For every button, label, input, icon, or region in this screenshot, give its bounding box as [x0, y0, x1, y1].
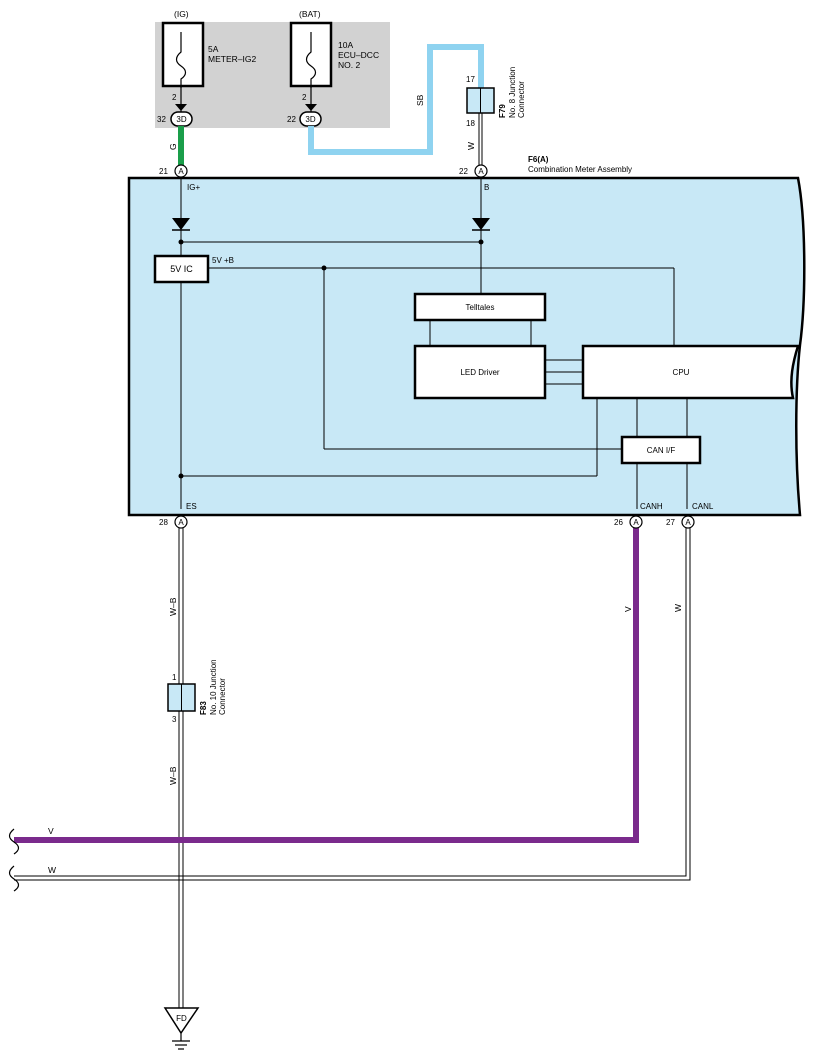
junction-f79-name2: Connector: [517, 81, 526, 118]
meter-pin-es-circle: [174, 515, 188, 529]
fuse-bat-terminal-icon: [305, 104, 317, 111]
meter-pin-ig-num: 21: [159, 167, 168, 176]
meter-pin-canl-letter: A: [685, 518, 691, 527]
block-telltales-label: Telltales: [466, 303, 495, 312]
fuse-ig-pin-top: 2: [172, 93, 177, 102]
wire-w-b-upper-label: W–B: [168, 597, 178, 616]
meter-pin-b-label: B: [484, 183, 489, 192]
junction-f83-code: F83: [199, 701, 208, 715]
block-5v-ic: [153, 254, 210, 284]
junction-f79-name: No. 8 Junction: [508, 67, 517, 118]
fuse-ig-header: (IG): [174, 9, 189, 19]
fuse-ig-connector-label: 3D: [176, 115, 186, 124]
block-5v-ic-label: 5V IC: [170, 264, 193, 274]
fuse-bat-name2: NO. 2: [338, 60, 360, 70]
meter-pin-b-letter: A: [478, 167, 484, 176]
meter-pin-b-num: 22: [459, 167, 468, 176]
block-5v-ic-output-label: 5V +B: [212, 256, 234, 265]
meter-pin-es-letter: A: [178, 518, 184, 527]
meter-pin-canh-letter: A: [633, 518, 639, 527]
meter-pin-canh-label: CANH: [640, 502, 663, 511]
wire-sb-label: SB: [415, 94, 425, 106]
block-can-if-label: CAN I/F: [647, 446, 676, 455]
fuse-ig-pin-num: 32: [157, 115, 166, 124]
fuse-bat-pin-top: 2: [302, 93, 307, 102]
wire-w-canl: [14, 528, 687, 877]
fuse-ig-element-icon: [175, 32, 187, 88]
junction-dot: [478, 239, 484, 245]
meter-internal-wiring: [180, 177, 688, 509]
meter-pin-ig-label: IG+: [187, 183, 200, 192]
meter-pin-canl-circle: [681, 515, 695, 529]
meter-pin-canl-label: CANL: [692, 502, 714, 511]
block-can-if: [620, 435, 702, 465]
wire-v-bus-label: V: [48, 826, 54, 836]
wire-break-icon: [8, 865, 20, 892]
wire-w-b-lower-label: W–B: [168, 766, 178, 785]
meter-pin-canh-num: 26: [614, 518, 623, 527]
block-telltales: [413, 292, 547, 322]
fuse-ig-name: METER–IG2: [208, 54, 256, 64]
junction-f79-pin-in: 17: [466, 75, 475, 84]
fuse-bat-element-icon: [305, 32, 317, 88]
ground-point-label: FD: [176, 1014, 187, 1023]
block-cpu: [581, 344, 800, 400]
wire-v-canh-label: V: [623, 606, 633, 612]
fuse-ig-terminal-icon: [175, 104, 187, 111]
meter-code: F6(A): [528, 155, 549, 164]
diode-ig-icon: [172, 218, 190, 230]
junction-f83-name2: Connector: [218, 678, 227, 715]
fuse-bat-header: (BAT): [299, 9, 321, 19]
meter-pin-ig-letter: A: [178, 167, 184, 176]
wire-w-f79-label: W: [466, 142, 476, 150]
junction-dot: [321, 265, 327, 271]
fuse-ig-box: [161, 21, 205, 88]
meter-pin-canh-circle: [629, 515, 643, 529]
junction-f79-pin-out: 18: [466, 119, 475, 128]
fuse-bat-rating: 10A: [338, 40, 353, 50]
meter-name: Combination Meter Assembly: [528, 165, 632, 174]
wire-w-canl-b: [14, 528, 691, 881]
wire-sb: [308, 44, 484, 155]
junction-f83-pin-out: 3: [172, 715, 177, 724]
wire-break-icon: [8, 828, 20, 855]
wire-g-label: G: [168, 143, 178, 150]
junction-f83-name: No. 10 Junction: [209, 659, 218, 715]
block-cpu-label: CPU: [673, 368, 690, 377]
meter-pin-canl-num: 27: [666, 518, 675, 527]
fuse-bat-name: ECU–DCC: [338, 50, 379, 60]
wire-w-canl-label: W: [673, 604, 683, 612]
fuse-bat-connector-label: 3D: [305, 115, 315, 124]
junction-f79-code: F79: [498, 104, 507, 118]
block-led-driver-label: LED Driver: [460, 368, 499, 377]
junction-f83-pin-in: 1: [172, 673, 177, 682]
fuse-bat-pin-num: 22: [287, 115, 296, 124]
meter-pin-es-label: ES: [186, 502, 197, 511]
ground-symbol-icon: [172, 1033, 190, 1050]
fuse-ig-rating: 5A: [208, 44, 219, 54]
junction-dot: [178, 473, 184, 479]
junction-dot: [178, 239, 184, 245]
ground-point-icon: [163, 1007, 200, 1035]
diode-b-icon: [472, 218, 490, 230]
meter-pin-es-num: 28: [159, 518, 168, 527]
wire-w-bus-label: W: [48, 865, 56, 875]
block-led-driver: [413, 344, 547, 400]
